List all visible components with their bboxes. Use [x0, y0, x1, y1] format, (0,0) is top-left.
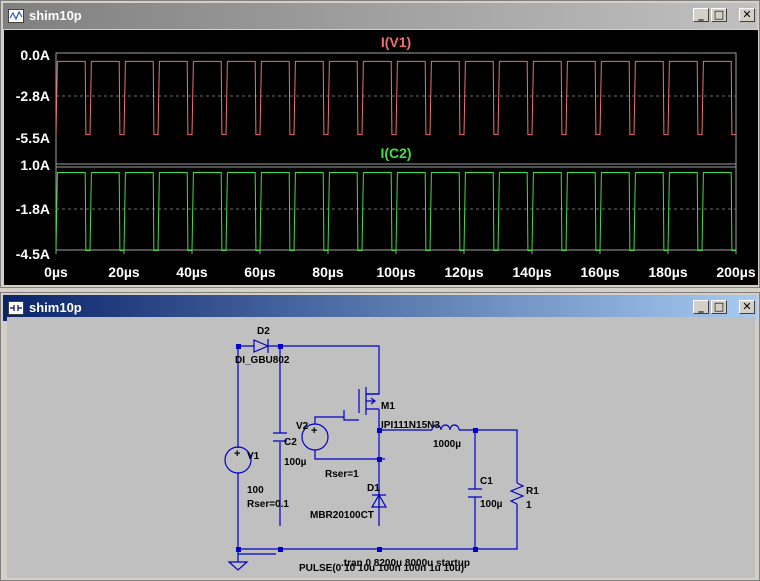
- x-tick-label: 60µs: [244, 264, 276, 280]
- schematic-window: shim10p _ □ ✕: [0, 292, 760, 581]
- waveform-plot-area[interactable]: I(V1) I(C2) 0.0A -2.8A -5.5A 1.0A -1.8A …: [4, 30, 758, 285]
- x-tick-label: 160µs: [580, 264, 619, 280]
- v1-ref-label[interactable]: V1: [247, 451, 260, 462]
- junction-dot: [473, 428, 478, 433]
- y-tick-label: -5.5A: [16, 130, 50, 146]
- waveform-titlebar[interactable]: shim10p _ □ ✕: [3, 3, 757, 29]
- v1-value-label[interactable]: 100: [247, 485, 264, 496]
- waveform-app-icon: [8, 9, 24, 23]
- junction-dot: [278, 344, 283, 349]
- junction-dot: [377, 547, 382, 552]
- v2-param-label[interactable]: Rser=1: [325, 469, 359, 480]
- schematic-app-icon: [8, 301, 24, 315]
- d1-ref-label[interactable]: D1: [367, 483, 380, 494]
- m1-ref-label[interactable]: M1: [381, 401, 395, 412]
- x-tick-label: 180µs: [648, 264, 687, 280]
- maximize-button[interactable]: □: [711, 300, 727, 314]
- pulse-directive[interactable]: PULSE(0 10 10u 100n 100n 1u 10u): [299, 563, 464, 574]
- ground-symbol: [227, 561, 249, 571]
- junction-dot: [377, 428, 382, 433]
- x-tick-label: 40µs: [176, 264, 208, 280]
- trace-ic2: [55, 171, 736, 252]
- l1-value-label[interactable]: 1000µ: [433, 439, 461, 450]
- m1-model-label[interactable]: IPI111N15N3: [381, 420, 440, 431]
- wire: [237, 473, 276, 562]
- d2-model-label[interactable]: DI_GBU802: [235, 355, 290, 366]
- c1-ref-label[interactable]: C1: [480, 476, 493, 487]
- x-tick-label: 200µs: [716, 264, 755, 280]
- c2-capacitor-symbol[interactable]: [273, 432, 287, 442]
- c2-ref-label[interactable]: C2: [284, 437, 297, 448]
- y-tick-label: 1.0A: [20, 157, 50, 173]
- junction-dot: [236, 344, 241, 349]
- schematic-titlebar[interactable]: shim10p _ □ ✕: [3, 295, 757, 321]
- waveform-window-title: shim10p: [29, 8, 82, 23]
- minimize-button[interactable]: _: [693, 300, 709, 314]
- x-axis: 0µs 20µs 40µs 60µs 80µs 100µs 120µs 140µs 160µs 1…: [44, 250, 756, 280]
- traces: [55, 60, 736, 252]
- v1-param-label[interactable]: Rser=0.1: [247, 499, 289, 510]
- schematic-canvas[interactable]: + + D2 DI_GBU802 M1 IPI111N15N3 V2 Rser=…: [7, 317, 755, 578]
- d1-diode-symbol[interactable]: [370, 488, 388, 508]
- junction-dot: [236, 547, 241, 552]
- tran-directive-text[interactable]: .tran 0 8200u 8000u startup: [341, 558, 470, 569]
- waveform-window: shim10p _ □ ✕ I(V1) I(C2) 0.0A -2.8A -5.…: [0, 0, 760, 288]
- v1-plus-sign: +: [234, 448, 240, 460]
- y-tick-label: 0.0A: [20, 47, 50, 63]
- d2-diode-symbol[interactable]: [253, 339, 270, 353]
- x-tick-label: 140µs: [512, 264, 551, 280]
- close-button[interactable]: ✕: [739, 300, 755, 314]
- x-tick-label: 20µs: [108, 264, 140, 280]
- r1-ref-label[interactable]: R1: [526, 486, 539, 497]
- wire: [314, 416, 385, 460]
- d2-ref-label[interactable]: D2: [257, 326, 270, 337]
- y-tick-label: -1.8A: [16, 201, 50, 217]
- x-tick-label: 120µs: [444, 264, 483, 280]
- v2-plus-sign: +: [311, 425, 317, 437]
- junction-dot: [473, 547, 478, 552]
- wire: [238, 420, 518, 550]
- junction-dot: [278, 547, 283, 552]
- x-tick-label: 80µs: [312, 264, 344, 280]
- maximize-button[interactable]: □: [711, 8, 727, 22]
- d1-model-label[interactable]: MBR20100CT: [310, 510, 374, 521]
- m1-mosfet-symbol[interactable]: [343, 387, 380, 421]
- y-tick-label: -2.8A: [16, 88, 50, 104]
- r1-resistor-symbol[interactable]: [509, 482, 525, 505]
- trace-title-iv1[interactable]: I(V1): [381, 34, 411, 50]
- c1-value-label[interactable]: 100µ: [480, 499, 503, 510]
- c2-value-label[interactable]: 100µ: [284, 457, 307, 468]
- l1-inductor-symbol[interactable]: [431, 424, 460, 431]
- junction-dot: [377, 457, 382, 462]
- trace-iv1: [55, 60, 736, 136]
- close-button[interactable]: ✕: [739, 8, 755, 22]
- y-tick-label: -4.5A: [16, 246, 50, 262]
- x-tick-label: 100µs: [376, 264, 415, 280]
- r1-value-label[interactable]: 1: [526, 500, 532, 511]
- trace-title-ic2[interactable]: I(C2): [380, 145, 411, 161]
- schematic-window-title: shim10p: [29, 300, 82, 315]
- minimize-button[interactable]: _: [693, 8, 709, 22]
- c1-capacitor-symbol[interactable]: [468, 488, 482, 498]
- x-tick-label: 0µs: [44, 264, 68, 280]
- v2-ref-label[interactable]: V2: [296, 421, 309, 432]
